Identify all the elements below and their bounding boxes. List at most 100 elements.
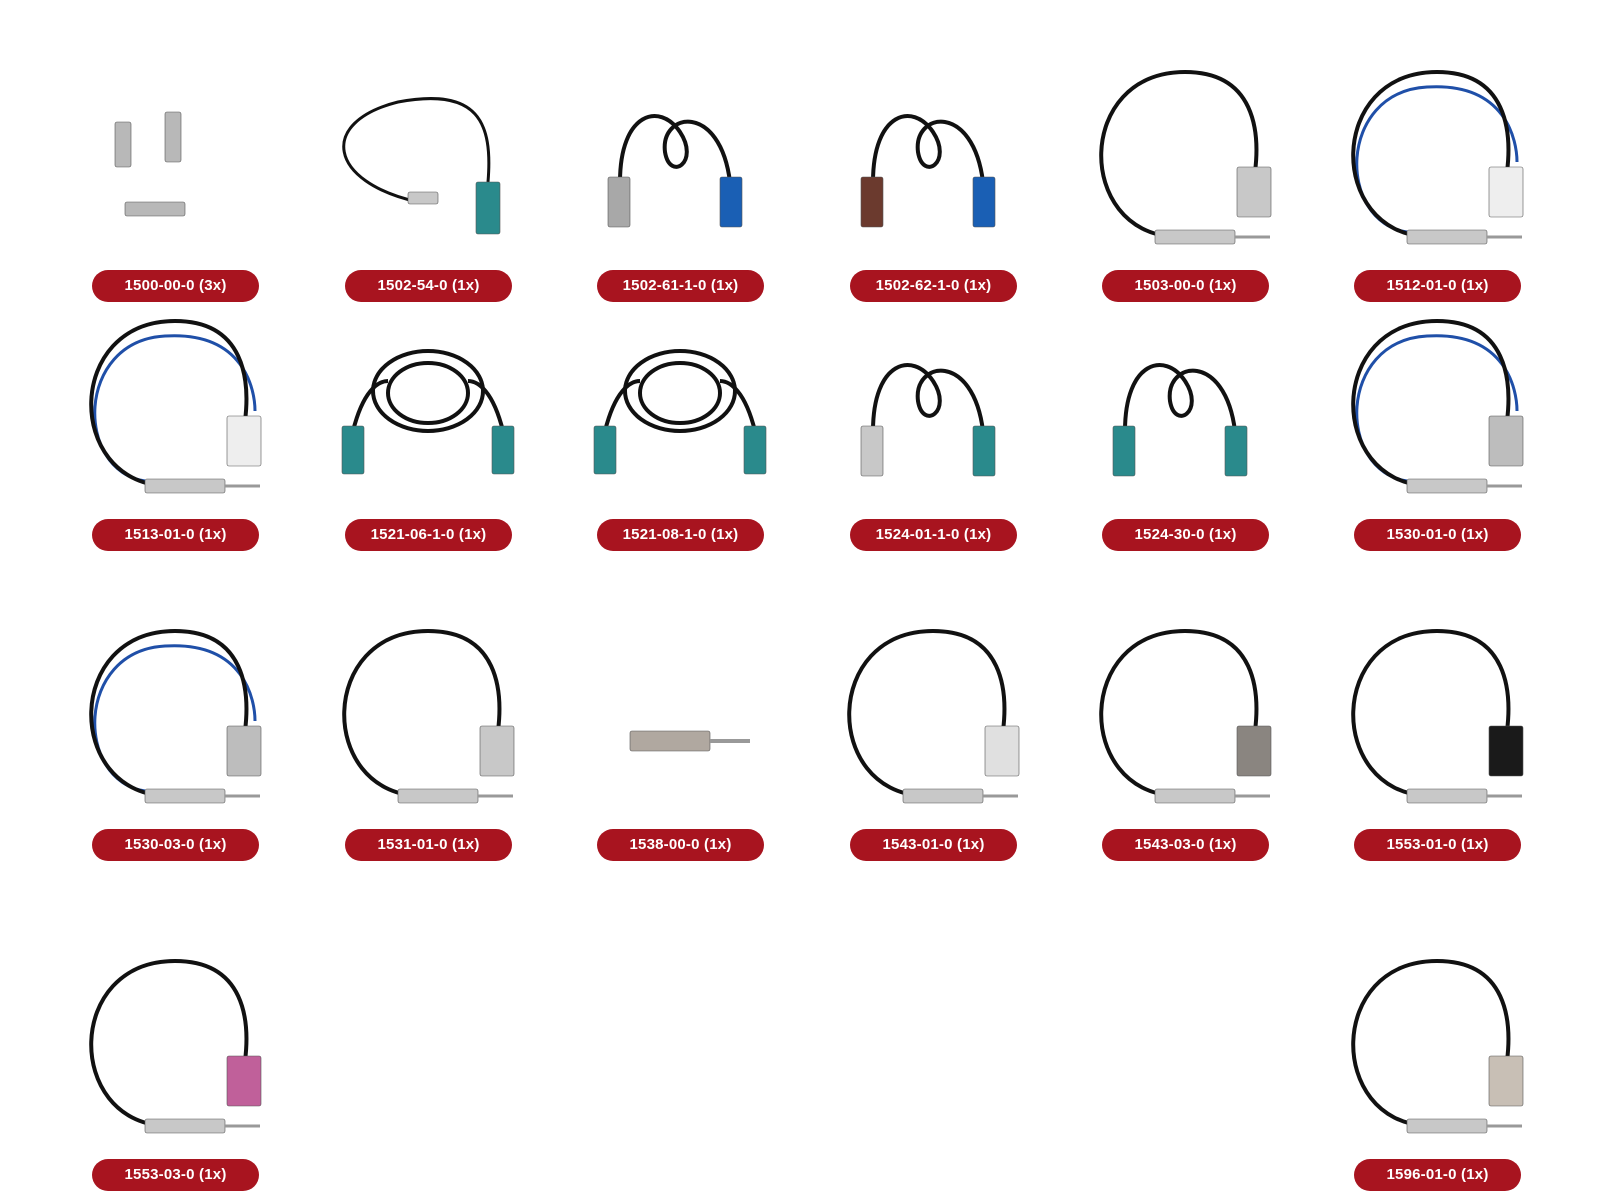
connector-right: [491, 425, 515, 475]
connector-left: [593, 425, 617, 475]
product-item[interactable]: 1530-01-0 (1x): [1317, 281, 1557, 551]
connector-left: [1112, 425, 1136, 477]
product-image: [860, 363, 996, 477]
product-label: 1543-01-0 (1x): [850, 829, 1017, 861]
product-image: [89, 628, 262, 804]
product-item[interactable]: 1513-01-0 (1x): [55, 281, 295, 551]
connector-left: [860, 176, 884, 228]
product-image: [1351, 318, 1524, 494]
connector-right: [972, 425, 996, 477]
product-item[interactable]: 1596-01-0 (1x): [1317, 921, 1557, 1191]
product-item[interactable]: 1543-03-0 (1x): [1065, 591, 1305, 861]
product-image: [1351, 628, 1524, 804]
product-label: 1512-01-0 (1x): [1354, 270, 1521, 302]
connector-left: [407, 191, 439, 205]
connector-left: [860, 425, 884, 477]
cable: [89, 958, 249, 1128]
connector-right: [972, 176, 996, 228]
product-item[interactable]: 1531-01-0 (1x): [308, 591, 548, 861]
connector-right: [479, 725, 515, 777]
connector-right: [226, 1055, 262, 1107]
cable: [618, 114, 732, 183]
product-item[interactable]: 1530-03-0 (1x): [55, 591, 295, 861]
product-item[interactable]: 1538-00-0 (1x): [560, 591, 800, 861]
product-label: 1503-00-0 (1x): [1102, 270, 1269, 302]
product-label: 1500-00-0 (3x): [92, 270, 259, 302]
connector-right: [1488, 415, 1524, 467]
product-image: [629, 730, 750, 752]
cable: [89, 628, 249, 798]
cable: [1099, 628, 1259, 798]
product-label: 1502-62-1-0 (1x): [850, 270, 1017, 302]
antenna-plug: [144, 788, 226, 804]
connector-right: [984, 725, 1020, 777]
product-image: [607, 114, 743, 228]
antenna-plug: [1406, 478, 1488, 494]
product-item[interactable]: 1524-30-0 (1x): [1065, 281, 1305, 551]
product-label: 1538-00-0 (1x): [597, 829, 764, 861]
product-image: [860, 114, 996, 228]
cable: [1123, 363, 1237, 432]
plug-connector: [124, 201, 186, 217]
connector-right: [719, 176, 743, 228]
product-item[interactable]: 1524-01-1-0 (1x): [813, 281, 1053, 551]
product-image: [114, 111, 186, 217]
product-item[interactable]: 1521-06-1-0 (1x): [308, 281, 548, 551]
cable: [89, 318, 249, 488]
product-item[interactable]: 1503-00-0 (1x): [1065, 32, 1305, 302]
plug-connector: [164, 111, 182, 163]
cable: [847, 628, 1007, 798]
product-item[interactable]: 1553-03-0 (1x): [55, 921, 295, 1191]
product-item[interactable]: 1502-54-0 (1x): [308, 32, 548, 302]
connector-right: [226, 725, 262, 777]
product-label: 1524-30-0 (1x): [1102, 519, 1269, 551]
cable: [1351, 958, 1511, 1128]
connector-right: [743, 425, 767, 475]
product-image: [1099, 628, 1272, 804]
product-label: 1531-01-0 (1x): [345, 829, 512, 861]
connector-right: [1488, 1055, 1524, 1107]
product-image: [847, 628, 1020, 804]
cable: [342, 97, 491, 204]
plug-connector: [114, 121, 132, 168]
product-label: 1521-08-1-0 (1x): [597, 519, 764, 551]
product-item[interactable]: 1543-01-0 (1x): [813, 591, 1053, 861]
product-label: 1596-01-0 (1x): [1354, 1159, 1521, 1191]
product-image: [1351, 958, 1524, 1134]
antenna-plug: [902, 788, 984, 804]
product-item[interactable]: 1500-00-0 (3x): [55, 32, 295, 302]
product-image: [342, 97, 501, 235]
product-item[interactable]: 1502-62-1-0 (1x): [813, 32, 1053, 302]
antenna-plug: [397, 788, 479, 804]
antenna-plug: [1154, 229, 1236, 245]
cable: [342, 628, 502, 798]
product-image: [342, 628, 515, 804]
product-image: [1351, 69, 1524, 245]
product-item[interactable]: 1553-01-0 (1x): [1317, 591, 1557, 861]
product-item[interactable]: 1521-08-1-0 (1x): [560, 281, 800, 551]
product-item[interactable]: 1502-61-1-0 (1x): [560, 32, 800, 302]
product-image: [1099, 69, 1272, 245]
connector-right: [1488, 725, 1524, 777]
product-label: 1553-01-0 (1x): [1354, 829, 1521, 861]
product-label: 1530-03-0 (1x): [92, 829, 259, 861]
product-label: 1521-06-1-0 (1x): [345, 519, 512, 551]
connector-right: [1224, 425, 1248, 477]
connector-right: [1488, 166, 1524, 218]
connector-right: [475, 181, 501, 235]
product-image: [89, 958, 262, 1134]
connector-right: [1236, 166, 1272, 218]
product-image: [89, 318, 262, 494]
product-image: [593, 349, 767, 475]
antenna-plug: [144, 1118, 226, 1134]
product-label: 1513-01-0 (1x): [92, 519, 259, 551]
antenna-plug: [1406, 788, 1488, 804]
cable: [1351, 628, 1511, 798]
product-item[interactable]: 1512-01-0 (1x): [1317, 32, 1557, 302]
antenna-plug: [1406, 1118, 1488, 1134]
product-image: [1112, 363, 1248, 477]
antenna-plug: [144, 478, 226, 494]
cable: [1351, 318, 1511, 488]
product-label: 1530-01-0 (1x): [1354, 519, 1521, 551]
cable: [871, 363, 985, 432]
